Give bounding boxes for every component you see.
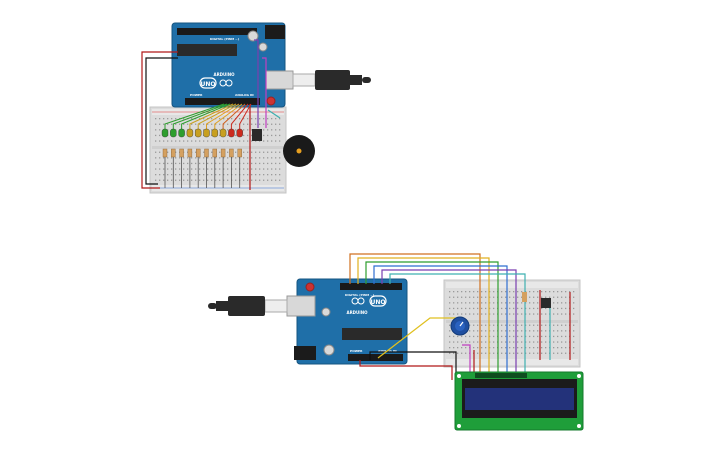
- top-usb-cable[interactable]: [265, 70, 371, 90]
- led[interactable]: [211, 128, 219, 138]
- lcd-wires: [349, 253, 526, 372]
- digital-label: DIGITAL (PWM ~): [345, 293, 375, 297]
- lcd-wire: [365, 261, 499, 372]
- bottom-circuit: UNO ARDUINO DIGITAL (PWM ~) POWER ANALOG…: [208, 253, 584, 431]
- power-label: POWER: [350, 349, 363, 353]
- top-arduino-board[interactable]: UNO ARDUINO DIGITAL (PWM ~) POWER ANALOG…: [171, 22, 286, 108]
- resistor[interactable]: [237, 148, 242, 158]
- led-wire: [206, 103, 240, 130]
- led[interactable]: [161, 128, 169, 138]
- led-wire: [197, 103, 237, 130]
- top-circuit: UNO ARDUINO DIGITAL (PWM ~) POWER ANALOG…: [141, 22, 371, 194]
- power-analog-header: [348, 354, 403, 361]
- lcd-wire: [349, 253, 481, 372]
- led-wire: [239, 103, 252, 130]
- led-wire: [181, 103, 231, 130]
- power-label: POWER: [190, 93, 203, 97]
- led[interactable]: [203, 128, 210, 138]
- lcd-wire: [357, 257, 490, 372]
- led[interactable]: [194, 128, 202, 138]
- reset-button[interactable]: [266, 96, 276, 106]
- bottom-arduino-board[interactable]: UNO ARDUINO DIGITAL (PWM ~) POWER ANALOG…: [294, 278, 408, 365]
- resistor[interactable]: [212, 148, 218, 158]
- power-analog-header: [185, 98, 260, 105]
- top-wires: [141, 39, 281, 190]
- board-brand-text: ARDUINO: [347, 310, 369, 315]
- power-jack: [265, 25, 285, 39]
- led-wire: [222, 103, 246, 130]
- bottom-usb-cable[interactable]: [208, 295, 316, 317]
- led[interactable]: [178, 128, 185, 138]
- led-wire: [164, 103, 225, 130]
- board-logo-icon: [369, 295, 387, 307]
- board-brand-text: ARDUINO: [214, 72, 236, 77]
- power-jack: [294, 346, 316, 360]
- transistor[interactable]: [252, 129, 262, 141]
- led[interactable]: [236, 128, 243, 138]
- led-wire: [214, 103, 243, 130]
- board-logo-icon: [199, 77, 217, 89]
- analog-label: ANALOG IN: [235, 93, 254, 97]
- resistor[interactable]: [179, 148, 184, 158]
- digital-header: [340, 283, 402, 290]
- resistor[interactable]: [204, 148, 209, 158]
- led-wire: [189, 103, 234, 130]
- piezo-buzzer[interactable]: [283, 135, 315, 167]
- lcd-wire: [389, 273, 526, 372]
- lcd-wire: [381, 269, 517, 372]
- resistor[interactable]: [162, 148, 168, 158]
- resistor[interactable]: [171, 148, 176, 158]
- led[interactable]: [228, 128, 235, 138]
- top-led-row: [161, 128, 243, 188]
- board-logo-text: UNO: [371, 299, 386, 306]
- led[interactable]: [219, 128, 227, 138]
- lcd-display[interactable]: [454, 371, 584, 431]
- lcd-header-pins: [475, 373, 527, 378]
- led[interactable]: [186, 128, 194, 138]
- temperature-sensor[interactable]: [541, 298, 551, 308]
- digital-label: DIGITAL (PWM ~): [210, 37, 240, 41]
- resistor[interactable]: [229, 148, 234, 158]
- atmega-chip: [342, 328, 402, 340]
- led-wires: [164, 103, 252, 130]
- board-logo-text: UNO: [201, 81, 216, 88]
- resistor[interactable]: [522, 292, 527, 302]
- led-wire: [230, 103, 249, 130]
- resistor[interactable]: [195, 148, 201, 158]
- led-wire: [172, 103, 228, 130]
- lcd-wire: [373, 265, 508, 372]
- resistor[interactable]: [220, 148, 226, 158]
- reset-button[interactable]: [305, 282, 315, 292]
- digital-header: [177, 28, 257, 35]
- resistor[interactable]: [187, 148, 193, 158]
- potentiometer[interactable]: [450, 316, 470, 336]
- atmega-chip: [177, 44, 237, 56]
- led[interactable]: [170, 128, 177, 138]
- lcd-screen: [465, 388, 574, 410]
